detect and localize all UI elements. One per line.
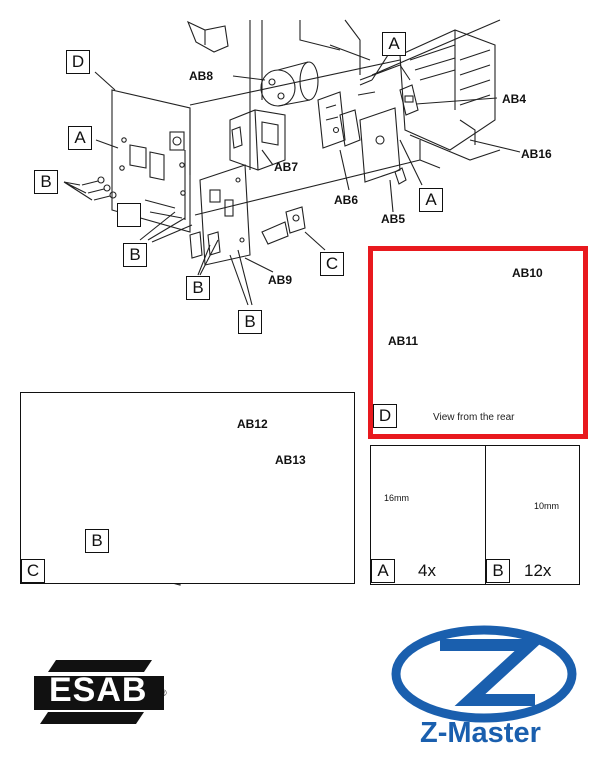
detail-d-callout: D [373,404,397,428]
callout-a-top: A [382,32,406,56]
label-ab4: AB4 [502,92,527,106]
screw-a-quantity: 4x [418,561,436,580]
screw-b-quantity: 12x [524,561,552,580]
callout-c-main: C [320,252,344,276]
label-ab12: AB12 [237,417,268,431]
label-ab5: AB5 [381,212,406,226]
esab-registered-mark: ® [160,688,167,698]
label-ab6: AB6 [334,193,359,207]
screw-b-callout: B [486,559,510,583]
detail-d-caption: View from the rear [433,412,515,423]
callout-a-right: A [419,188,443,212]
detail-c-screw-callout: B [85,529,109,553]
zmaster-logo-mark [391,625,577,723]
callout-a-left: A [68,126,92,150]
detail-c-callout: C [21,559,45,583]
label-ab16: AB16 [521,147,552,161]
screw-a-length: 16mm [384,493,410,503]
callout-b-mid: B [123,243,147,267]
label-ab13: AB13 [275,453,306,467]
callout-b-low1: B [186,276,210,300]
callout-b-low2: B [238,310,262,334]
label-ab10: AB10 [512,266,543,280]
label-ab9: AB9 [268,273,293,287]
callout-b-left: B [34,170,58,194]
detail-d-panel [368,246,588,439]
screw-b-length: 10mm [534,501,560,511]
esab-logo-text: ESAB [49,671,148,709]
esab-emblem [34,660,164,724]
callout-blank [117,203,141,227]
label-ab8: AB8 [189,69,214,83]
zmaster-logo-text: Z-Master [420,717,541,749]
screw-a-callout: A [371,559,395,583]
callout-d-main: D [66,50,90,74]
label-ab7: AB7 [274,160,299,174]
detail-c-panel [20,392,355,584]
label-ab11: AB11 [388,334,419,348]
